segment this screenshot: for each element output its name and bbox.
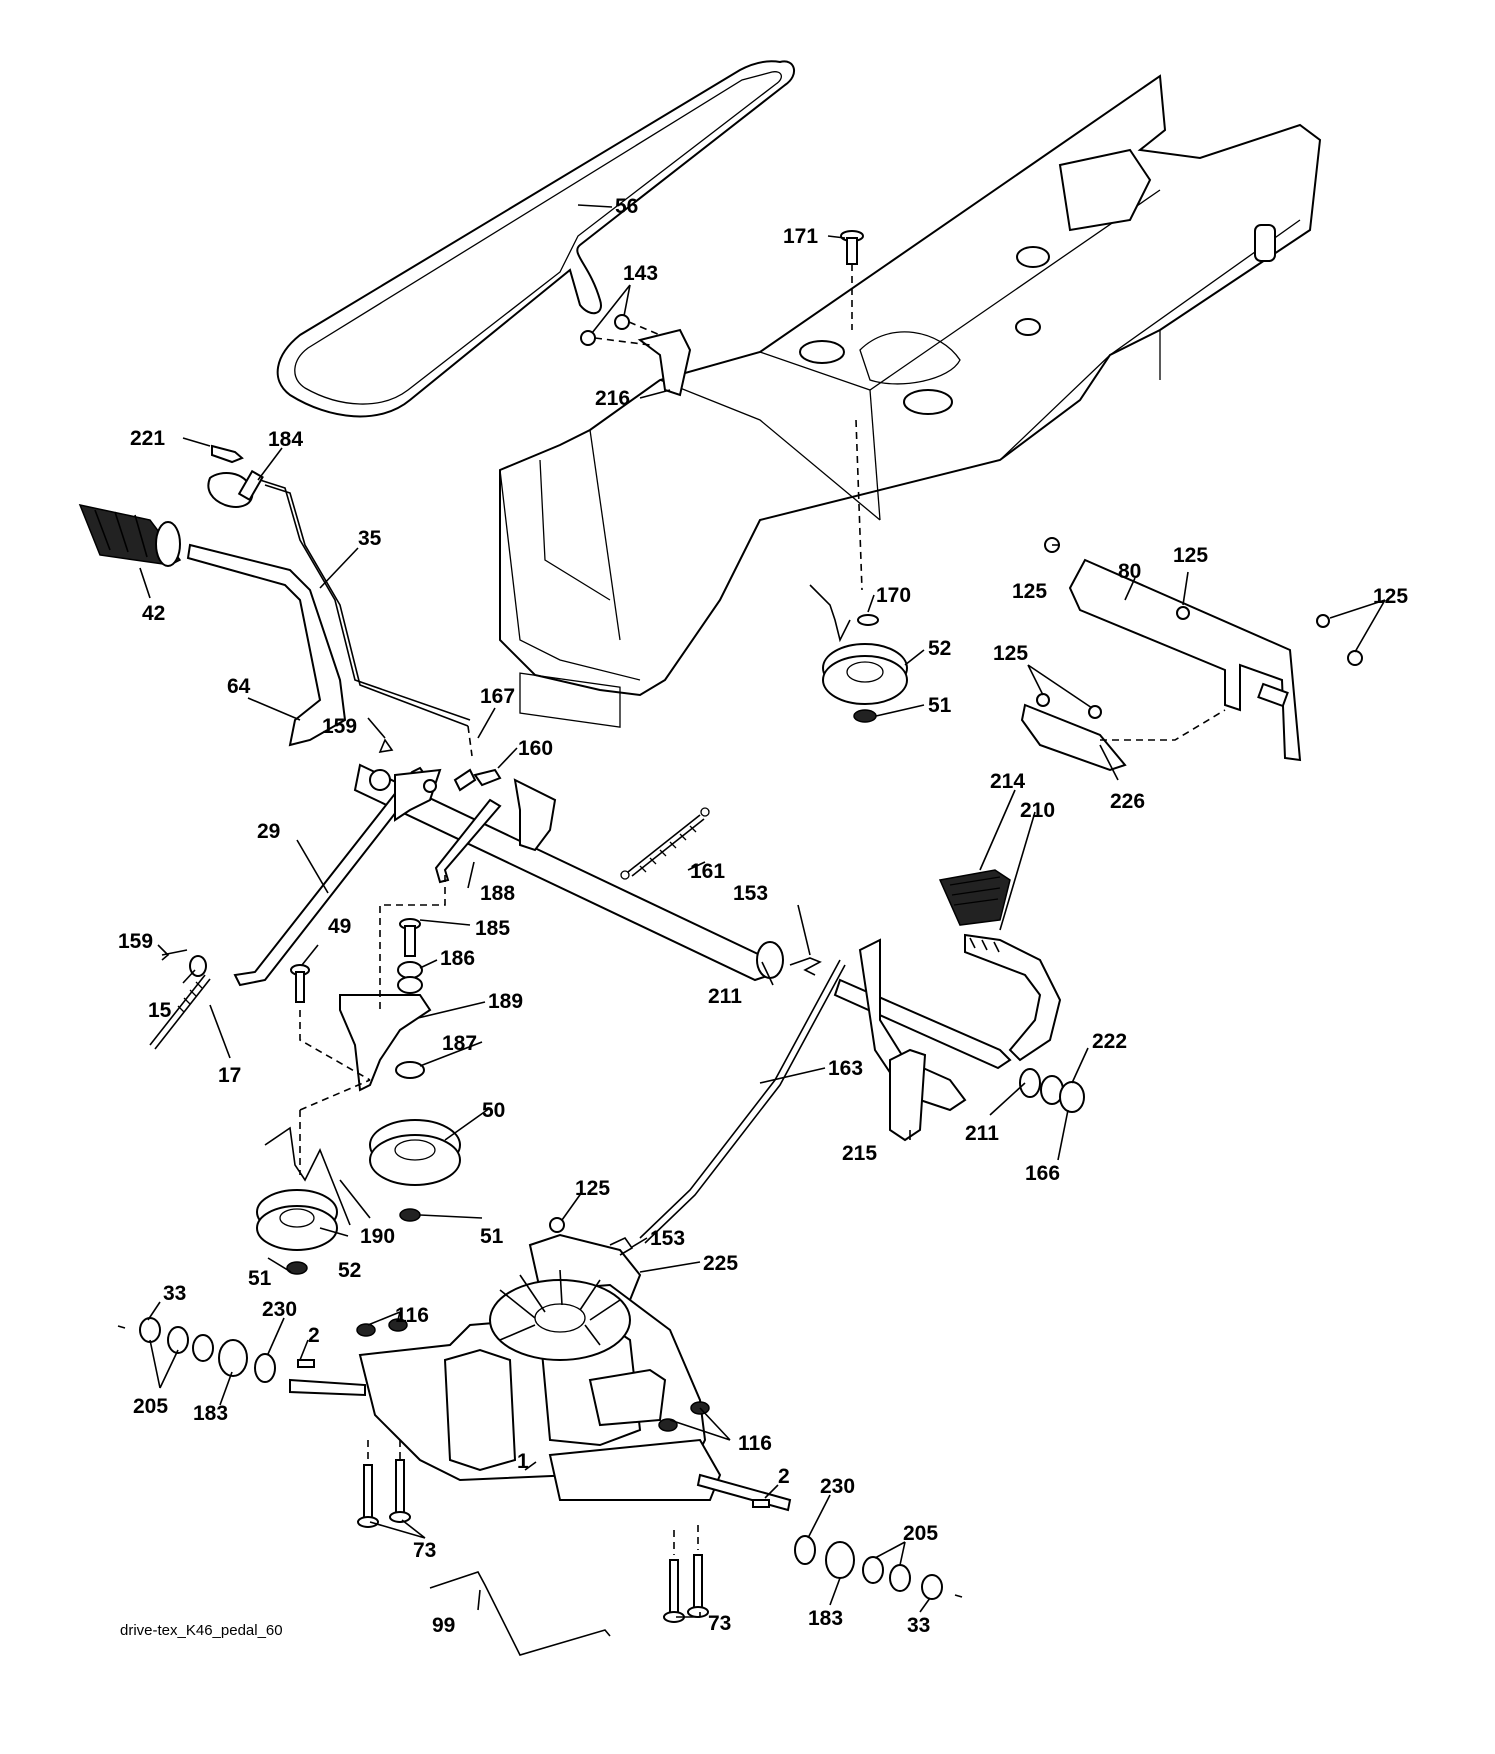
callout-161: 161 xyxy=(690,860,725,883)
callout-189: 189 xyxy=(488,990,523,1013)
callout-51: 51 xyxy=(480,1225,504,1248)
callout-73: 73 xyxy=(708,1612,731,1635)
callout-221: 221 xyxy=(130,427,165,450)
spring-161 xyxy=(620,807,710,880)
diagram-caption: drive-tex_K46_pedal_60 xyxy=(120,1622,283,1639)
callout-52: 52 xyxy=(928,637,951,660)
callout-125: 125 xyxy=(1012,580,1047,603)
callout-125: 125 xyxy=(1373,585,1408,608)
callout-167: 167 xyxy=(480,685,515,708)
callout-183: 183 xyxy=(808,1607,843,1630)
callout-159: 159 xyxy=(322,715,357,738)
idler-pulley-upper xyxy=(809,584,908,723)
left-axle-hardware xyxy=(117,1317,315,1383)
callout-188: 188 xyxy=(480,882,515,905)
callout-159: 159 xyxy=(118,930,153,953)
leader-lines xyxy=(139,204,1386,1618)
bracket-80 xyxy=(1020,537,1363,772)
rod-35 xyxy=(259,479,471,721)
lever-64 xyxy=(186,543,347,747)
rod-163 xyxy=(639,959,841,1239)
rod-188 xyxy=(434,798,502,884)
callout-51: 51 xyxy=(928,694,952,717)
callout-125: 125 xyxy=(1173,544,1208,567)
callout-214: 214 xyxy=(990,770,1025,793)
callout-160: 160 xyxy=(518,737,553,760)
rod-99 xyxy=(429,1571,611,1656)
callout-2: 2 xyxy=(778,1465,790,1488)
callout-230: 230 xyxy=(820,1475,855,1498)
drive-belt xyxy=(276,60,795,418)
callout-216: 216 xyxy=(595,387,630,410)
callout-171: 171 xyxy=(783,225,818,248)
idler-bracket-189 xyxy=(290,918,432,1092)
callout-33: 33 xyxy=(907,1614,930,1637)
callout-52: 52 xyxy=(338,1259,361,1282)
callout-185: 185 xyxy=(475,917,510,940)
bolt-171 xyxy=(840,230,864,265)
callout-15: 15 xyxy=(148,999,172,1022)
pedal-cover-215 xyxy=(889,1048,927,1142)
callout-116: 116 xyxy=(395,1304,429,1327)
callout-1: 1 xyxy=(517,1450,529,1473)
callout-125: 125 xyxy=(993,642,1028,665)
idler-arm-190 xyxy=(256,1126,351,1275)
spring-17 xyxy=(149,944,211,1050)
callout-51: 51 xyxy=(248,1267,272,1290)
callout-184: 184 xyxy=(268,428,303,451)
tractor-frame xyxy=(499,74,1322,728)
callout-labels: 56 171 143 216 221 184 35 42 64 167 159 … xyxy=(118,195,1408,1639)
callout-56: 56 xyxy=(615,195,638,218)
grip-42 xyxy=(78,503,182,567)
bracket-216 xyxy=(580,314,692,397)
callout-166: 166 xyxy=(1025,1162,1060,1185)
callout-170: 170 xyxy=(876,584,911,607)
shaft-arm xyxy=(369,738,557,852)
callout-211: 211 xyxy=(965,1122,999,1145)
right-axle-hardware xyxy=(752,1499,963,1600)
callout-153: 153 xyxy=(733,882,768,905)
pedal-arm-210 xyxy=(938,869,1062,1062)
callout-125: 125 xyxy=(575,1177,610,1200)
callout-143: 143 xyxy=(623,262,658,285)
clip-153-upper xyxy=(789,957,822,976)
callout-116: 116 xyxy=(738,1432,772,1455)
callout-225: 225 xyxy=(703,1252,738,1275)
pulley-50 xyxy=(369,1119,461,1222)
callout-153: 153 xyxy=(650,1227,685,1250)
callout-183: 183 xyxy=(193,1402,228,1425)
callout-73: 73 xyxy=(413,1539,436,1562)
callout-230: 230 xyxy=(262,1298,297,1321)
callout-210: 210 xyxy=(1020,799,1055,822)
nuts-116 xyxy=(356,1318,710,1432)
callout-99: 99 xyxy=(432,1614,455,1637)
callout-64: 64 xyxy=(227,675,251,698)
knob-184 xyxy=(207,444,264,508)
callout-215: 215 xyxy=(842,1142,877,1165)
callout-2: 2 xyxy=(308,1324,320,1347)
callout-211: 211 xyxy=(708,985,742,1008)
callout-190: 190 xyxy=(360,1225,395,1248)
callout-50: 50 xyxy=(482,1099,505,1122)
callout-187: 187 xyxy=(442,1032,477,1055)
callout-205: 205 xyxy=(903,1522,938,1545)
callout-42: 42 xyxy=(142,602,165,625)
cross-shaft xyxy=(353,763,1012,1070)
bolts-73 xyxy=(357,1459,709,1623)
callout-186: 186 xyxy=(440,947,475,970)
callout-29: 29 xyxy=(257,820,280,843)
callout-17: 17 xyxy=(218,1064,241,1087)
callout-33: 33 xyxy=(163,1282,186,1305)
callout-35: 35 xyxy=(358,527,382,550)
callout-163: 163 xyxy=(828,1057,863,1080)
callout-222: 222 xyxy=(1092,1030,1127,1053)
callout-205: 205 xyxy=(133,1395,168,1418)
callout-226: 226 xyxy=(1110,790,1145,813)
callout-80: 80 xyxy=(1118,560,1141,583)
callout-49: 49 xyxy=(328,915,351,938)
